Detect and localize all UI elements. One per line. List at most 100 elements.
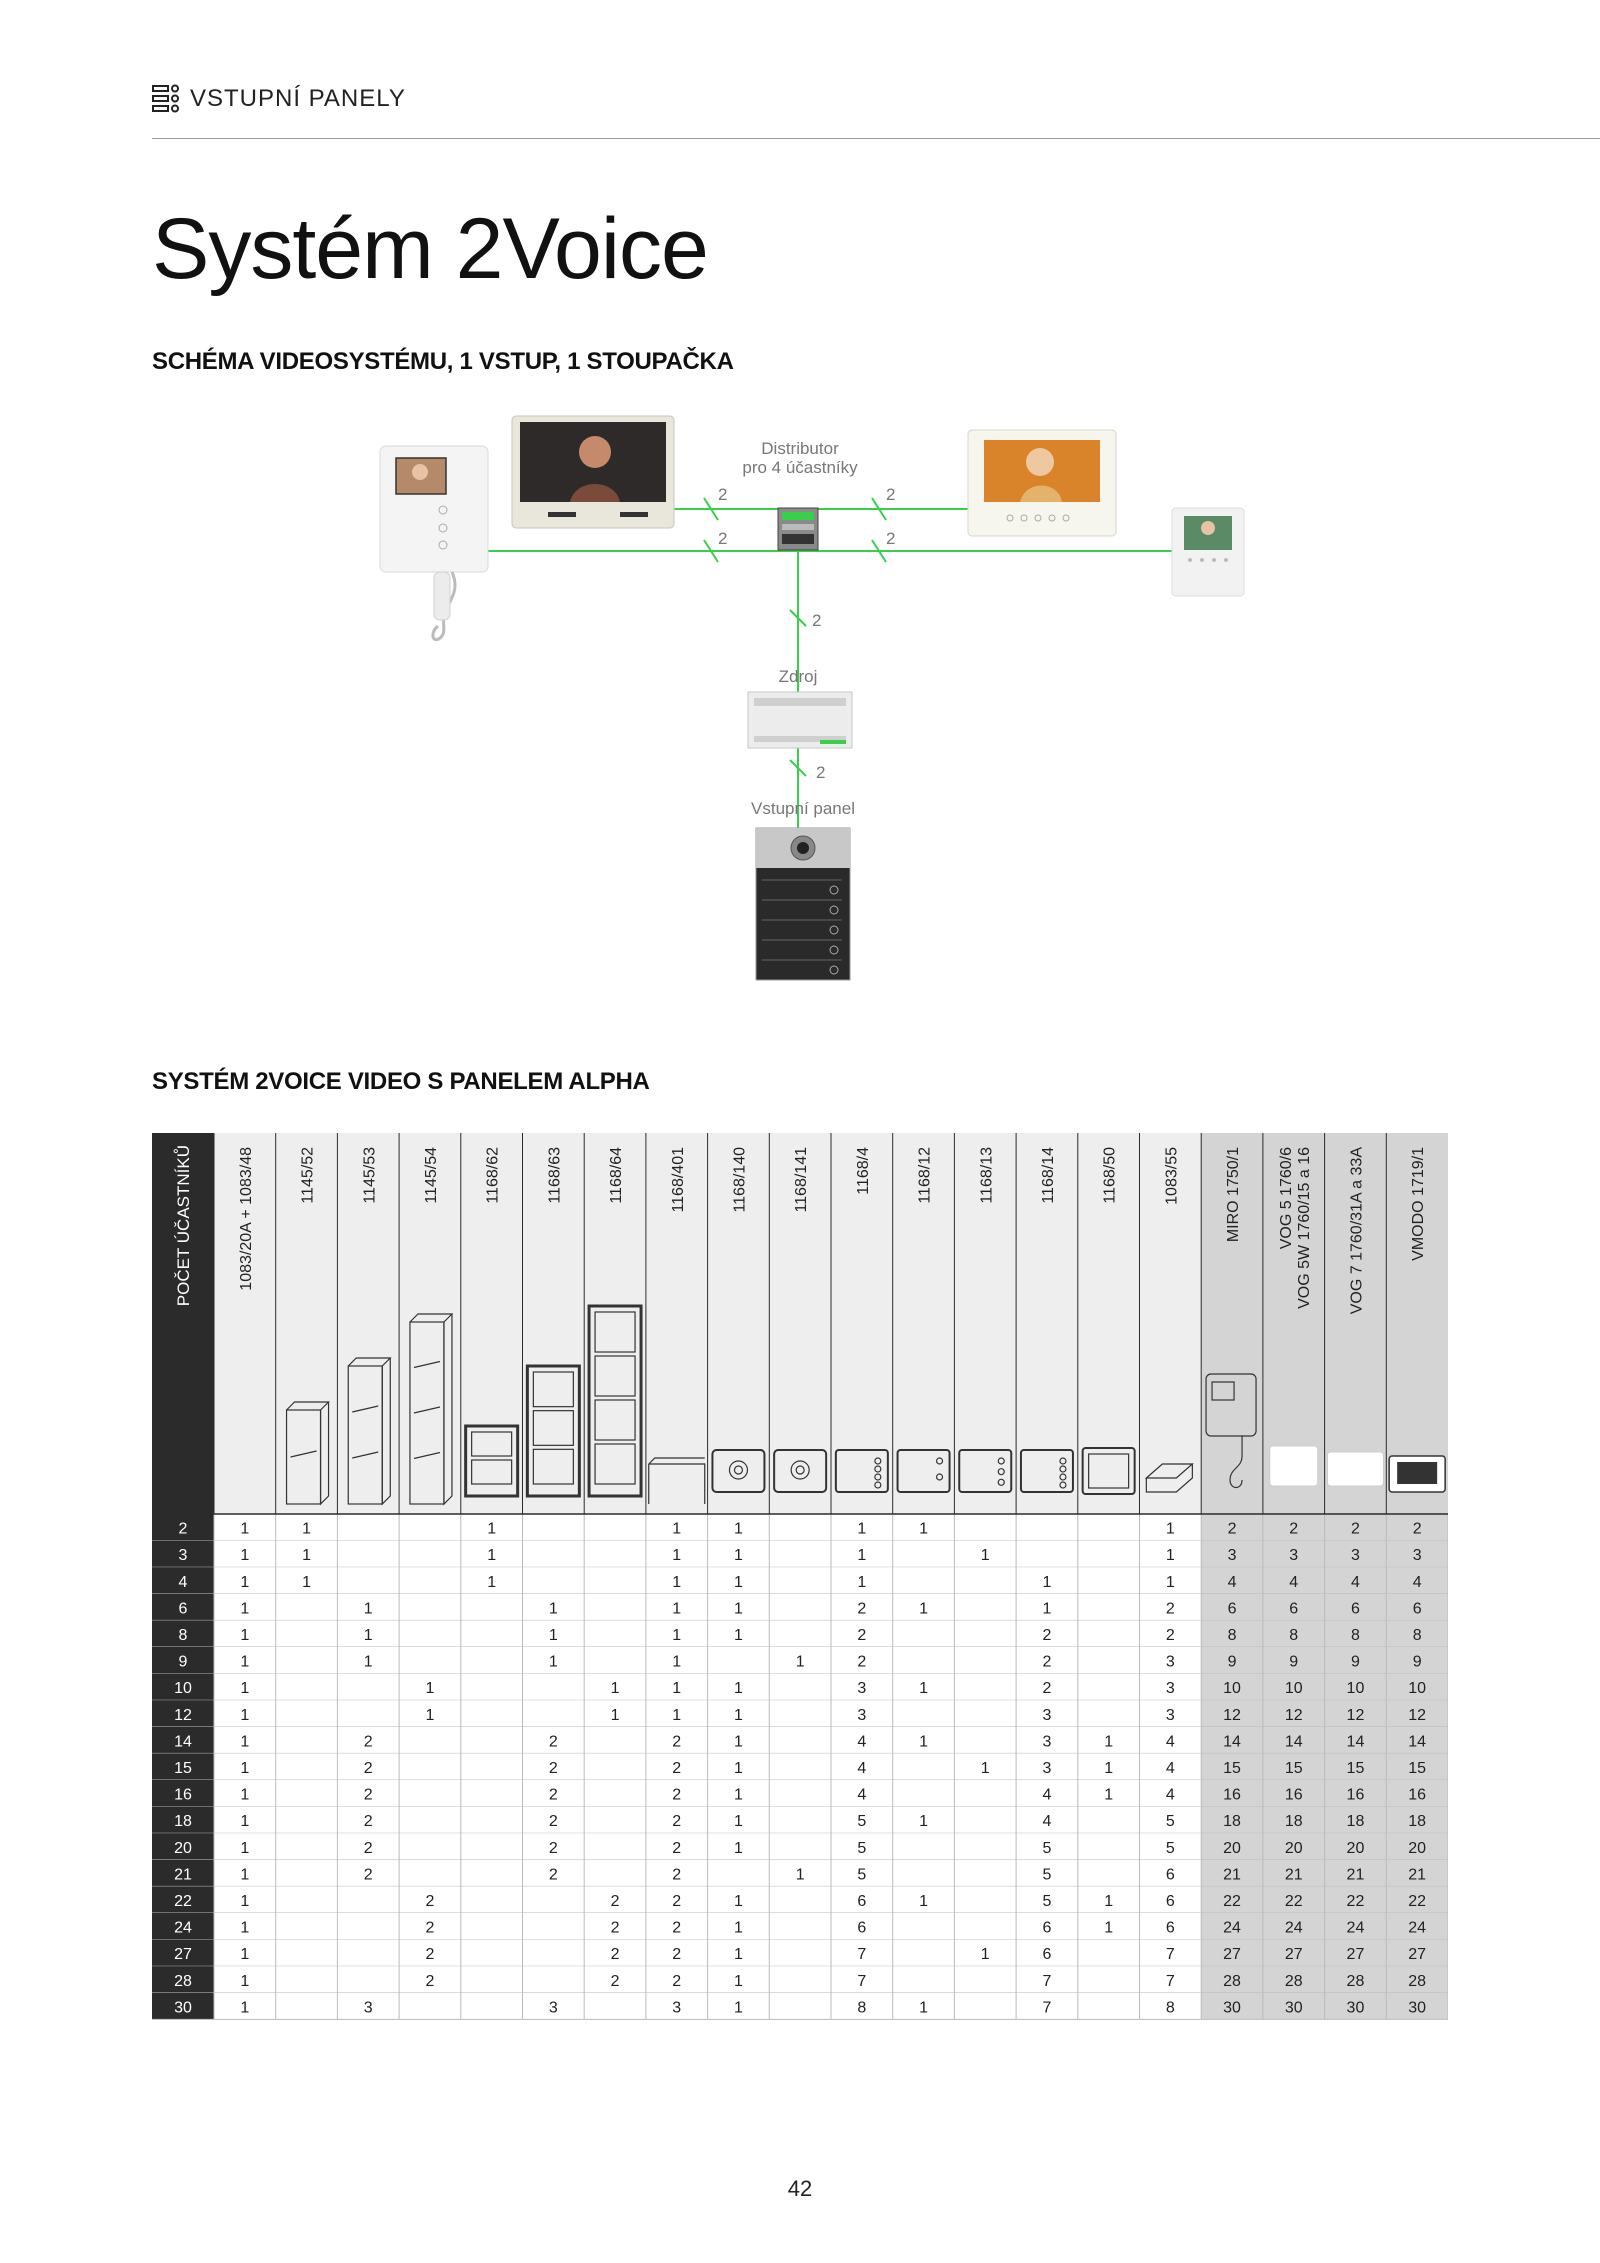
- table-cell: [954, 1780, 1017, 1807]
- cell-value: 1: [919, 1680, 928, 1697]
- entry-panel-grid-icon: [152, 84, 179, 113]
- table-cell: [954, 1833, 1017, 1860]
- cell-value: 16: [1285, 1787, 1303, 1804]
- distributor-module-icon: [777, 507, 819, 551]
- cell-value: 2: [611, 1920, 620, 1937]
- cell-value: 1: [487, 1574, 496, 1591]
- table-cell: [1386, 1939, 1448, 1967]
- product-box2-icon: [352, 1451, 379, 1459]
- column-header-label: 1168/63: [546, 1147, 563, 1204]
- cell-value: 2: [1166, 1600, 1175, 1617]
- cell-value: 1: [796, 1654, 805, 1671]
- cell-value: 30: [1408, 1999, 1426, 2016]
- table-cell: [460, 1726, 523, 1754]
- table-cell: [522, 1939, 585, 1967]
- table-cell: [399, 1886, 461, 1913]
- table-cell: [892, 1673, 955, 1701]
- cell-value: 1: [425, 1707, 434, 1724]
- cell-value: 5: [1042, 1840, 1051, 1857]
- cell-value: 2: [672, 1893, 681, 1910]
- cell-value: 3: [1042, 1760, 1051, 1777]
- cell-value: 2: [672, 1920, 681, 1937]
- table-cell: [1386, 1673, 1448, 1701]
- table-cell: [1077, 1966, 1140, 1993]
- table-cell: [707, 1753, 770, 1780]
- row-count-value: 21: [174, 1866, 192, 1883]
- cell-value: 1: [549, 1654, 558, 1671]
- page-number: 42: [787, 2176, 813, 2201]
- cell-value: 6: [1042, 1920, 1051, 1937]
- cell-value: 15: [1223, 1760, 1241, 1777]
- header-cell: [1201, 1133, 1263, 1514]
- column-header-label: 1145/54: [423, 1147, 440, 1204]
- table-cell: [892, 1859, 955, 1887]
- cell-value: 1: [981, 1946, 990, 1963]
- product-box1-icon: [290, 1450, 317, 1458]
- table-cell: [707, 1780, 770, 1807]
- table-cell: [522, 1567, 585, 1594]
- table-cell: [892, 1966, 955, 1993]
- cell-value: 21: [1408, 1866, 1426, 1883]
- cell-value: 1: [857, 1547, 866, 1564]
- table-cell: [1077, 1673, 1140, 1701]
- cell-value: 1: [672, 1521, 681, 1538]
- table-cell: [645, 1753, 708, 1780]
- table-cell: [769, 1567, 831, 1594]
- table-cell: [1077, 1859, 1140, 1887]
- table-cell: [1386, 1620, 1448, 1647]
- cell-value: 1: [919, 1999, 928, 2016]
- table-cell: [645, 1939, 708, 1967]
- table-cell: [1262, 1700, 1325, 1727]
- product-distributor-icon: [1144, 1463, 1194, 1493]
- table-cell: [892, 1540, 955, 1568]
- product-buttons3-icon: [997, 1457, 1005, 1465]
- table-cell: [1324, 1992, 1387, 2020]
- cell-value: 2: [425, 1973, 434, 1990]
- cell-value: 1: [734, 1680, 743, 1697]
- cell-value: 20: [1223, 1840, 1241, 1857]
- cell-value: 22: [1408, 1893, 1426, 1910]
- cell-value: 1: [734, 1733, 743, 1750]
- cell-value: 2: [611, 1946, 620, 1963]
- table-cell: [522, 1540, 585, 1568]
- table-cell: [1386, 1726, 1448, 1754]
- cell-value: 18: [1408, 1813, 1426, 1830]
- table-cell: [1016, 1806, 1078, 1834]
- handset-monitor-icon: [379, 445, 489, 641]
- table-cell: [522, 1886, 585, 1913]
- section-title-schema: SCHÉMA VIDEOSYSTÉMU, 1 VSTUP, 1 STOUPAČK…: [152, 348, 734, 375]
- cell-value: 1: [672, 1680, 681, 1697]
- row-count-cell: [152, 1939, 214, 1967]
- cell-value: 2: [1042, 1654, 1051, 1671]
- cell-value: 1: [734, 1973, 743, 1990]
- table-cell: [1201, 1540, 1263, 1568]
- table-cell: [645, 1833, 708, 1860]
- table-cell: [1139, 1593, 1202, 1621]
- table-cell: [1201, 1647, 1263, 1674]
- table-cell: [769, 1647, 831, 1674]
- cell-value: 1: [1166, 1574, 1175, 1591]
- cell-value: 1: [240, 1600, 249, 1617]
- table-cell: [275, 1647, 338, 1674]
- table-cell: [1201, 1726, 1263, 1754]
- cell-value: 2: [549, 1840, 558, 1857]
- table-cell: [399, 1806, 461, 1834]
- table-cell: [522, 1593, 585, 1621]
- cell-value: 1: [240, 1813, 249, 1830]
- table-cell: [460, 1700, 523, 1727]
- table-cell: [1386, 1700, 1448, 1727]
- row-count-cell: [152, 1673, 214, 1701]
- product-frame3-icon: [587, 1304, 643, 1498]
- cell-value: 1: [302, 1521, 311, 1538]
- cell-value: 6: [1166, 1866, 1175, 1883]
- table-cell: [522, 1753, 585, 1780]
- table-cell: [1077, 1806, 1140, 1834]
- table-cell: [645, 1593, 708, 1621]
- table-cell: [460, 1514, 523, 1541]
- table-cell: [584, 1620, 646, 1647]
- cell-value: 7: [857, 1973, 866, 1990]
- header-cell-count: [152, 1133, 214, 1514]
- table-cell: [954, 1673, 1017, 1701]
- row-count-value: 2: [179, 1521, 188, 1538]
- cell-value: 1: [1104, 1893, 1113, 1910]
